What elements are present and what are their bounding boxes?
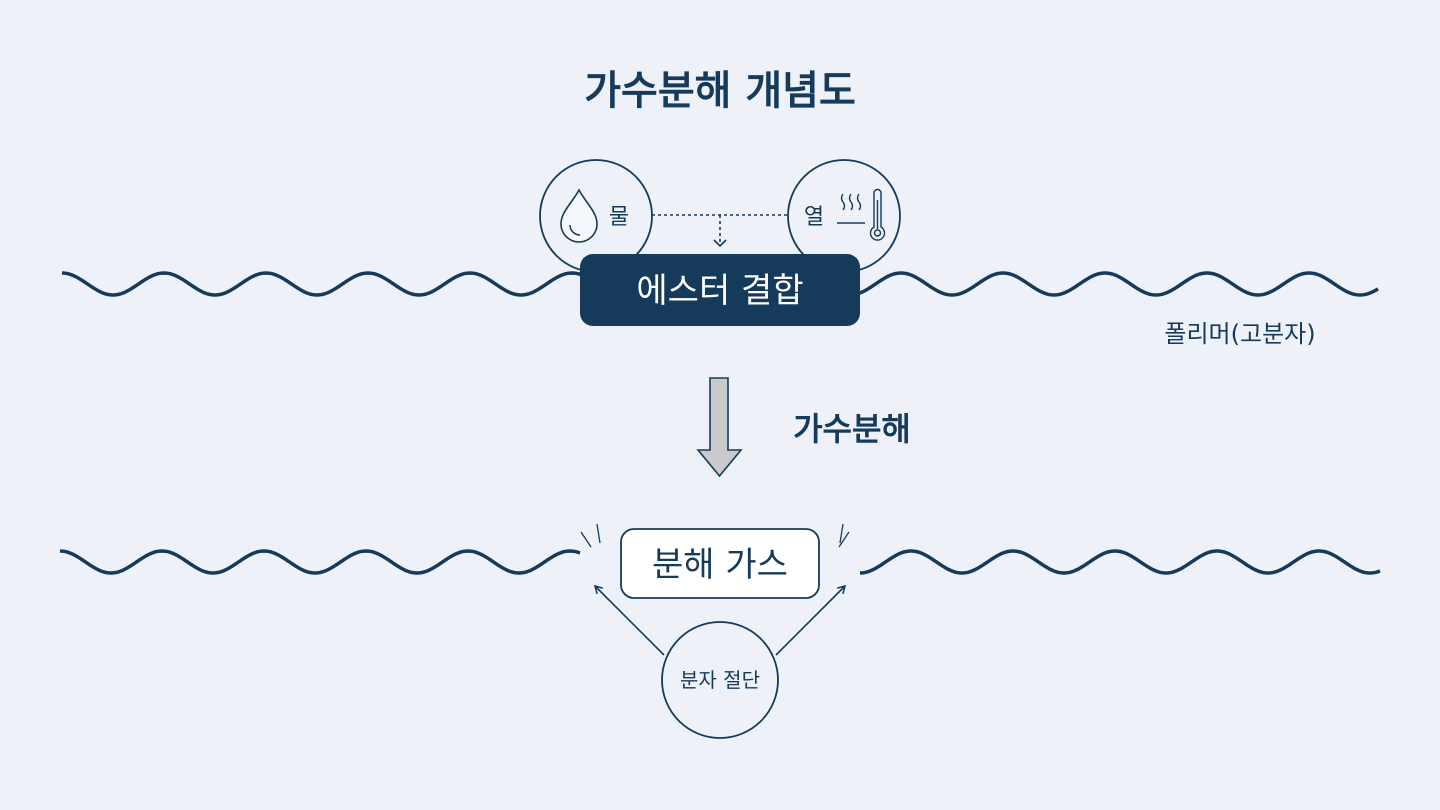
water-label: 물: [609, 205, 629, 230]
polymer-chain-top-left: [61, 271, 602, 297]
product-gas-box: [620, 528, 820, 599]
polymer-label: 폴리머(고분자): [1164, 320, 1315, 348]
cleavage-label: 분자 절단: [680, 668, 760, 692]
process-label: 가수분해: [793, 410, 911, 448]
cleavage-arrow-right: [775, 584, 847, 656]
polymer-chains: [59, 271, 1381, 575]
fragment-chain-bottom-left: [59, 549, 581, 575]
break-spark-icon: [580, 523, 850, 548]
ester-bond-label: 에스터 결합: [636, 271, 803, 311]
cleavage-arrow-left: [593, 584, 665, 656]
cleavage-circle: [661, 621, 779, 739]
water-input: 물: [539, 159, 653, 273]
polymer-chain-top-right: [849, 271, 1379, 297]
fragment-chain-bottom-right: [859, 549, 1381, 575]
process-arrow-icon: [696, 377, 743, 478]
water-drop-icon: [560, 188, 598, 243]
diagram-title: 가수분해 개념도: [584, 68, 856, 114]
product-gas-label: 분해 가스: [652, 545, 788, 585]
thermometer-heat-icon: [837, 188, 886, 241]
heat-label: 열: [804, 205, 824, 230]
ester-bond-box: [580, 254, 860, 326]
dotted-connector: [652, 214, 788, 248]
heat-input: 열: [787, 159, 901, 273]
